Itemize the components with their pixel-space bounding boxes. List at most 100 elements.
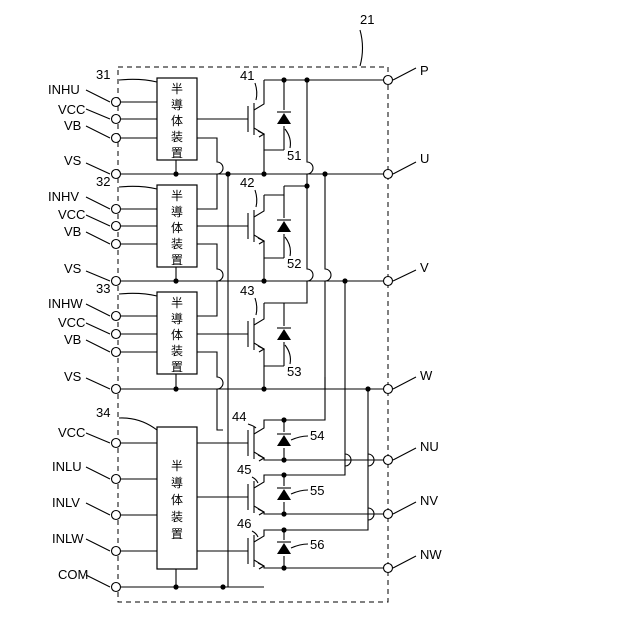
svg-text:半: 半 bbox=[171, 459, 183, 473]
diode-52-label: 52 bbox=[287, 256, 301, 271]
diode-55-label: 55 bbox=[310, 483, 324, 498]
node-w-b bbox=[365, 386, 370, 391]
bootstrap-wire-3 bbox=[197, 352, 223, 430]
svg-text:導: 導 bbox=[171, 476, 183, 490]
input-vcc-label-3: VCC bbox=[58, 315, 85, 330]
driver-34-input-wires bbox=[121, 443, 157, 551]
igbt-45-label: 45 bbox=[237, 462, 251, 477]
terminal-vcc-4 bbox=[112, 439, 121, 448]
svg-text:置: 置 bbox=[171, 360, 183, 374]
terminal-com bbox=[112, 583, 121, 592]
svg-text:導: 導 bbox=[171, 98, 183, 112]
u-return-1 bbox=[284, 389, 325, 420]
driver-33-text: 半 導 体 装 置 bbox=[171, 296, 183, 374]
diode-53-label: 53 bbox=[287, 364, 301, 379]
diode-52 bbox=[277, 195, 291, 258]
input-vb-label-1: VB bbox=[64, 118, 81, 133]
input-com-label: COM bbox=[58, 567, 88, 582]
terminal-vcc-1 bbox=[112, 115, 121, 124]
node-vcc-trunk bbox=[225, 171, 230, 176]
terminal-inhu bbox=[112, 98, 121, 107]
output-w-label: W bbox=[420, 368, 433, 383]
diode-56 bbox=[277, 530, 291, 568]
svg-text:半: 半 bbox=[171, 296, 183, 310]
svg-text:置: 置 bbox=[171, 146, 183, 160]
igbt-42-label: 42 bbox=[240, 175, 254, 190]
module-ref-leader bbox=[360, 30, 363, 66]
output-leads bbox=[393, 68, 416, 568]
vs-lead-3 bbox=[86, 378, 110, 389]
terminal-inlu bbox=[112, 475, 121, 484]
terminal-inhw bbox=[112, 312, 121, 321]
driver-31-leader bbox=[119, 79, 157, 82]
output-nv-label: NV bbox=[420, 493, 438, 508]
vs-label-1: VS bbox=[64, 153, 82, 168]
driver-33-input-leads bbox=[86, 304, 110, 352]
svg-text:導: 導 bbox=[171, 312, 183, 326]
p-distribution-1 bbox=[284, 80, 313, 186]
output-p-label: P bbox=[420, 63, 429, 78]
svg-text:半: 半 bbox=[171, 82, 183, 96]
driver-32-leader bbox=[119, 186, 157, 189]
diode-53-leader bbox=[285, 345, 290, 364]
terminal-vcc-2 bbox=[112, 222, 121, 231]
svg-text:体: 体 bbox=[171, 328, 183, 342]
igbt-46-leader bbox=[252, 531, 258, 537]
node-com-b bbox=[220, 584, 225, 589]
igbt-42-leader bbox=[255, 190, 257, 207]
input-inlw-label: INLW bbox=[52, 531, 84, 546]
diode-54-leader bbox=[291, 436, 308, 440]
diode-56-leader bbox=[291, 544, 308, 548]
output-nu-label: NU bbox=[420, 439, 439, 454]
diode-51 bbox=[277, 80, 291, 150]
terminal-inhv bbox=[112, 205, 121, 214]
diode-55 bbox=[277, 475, 291, 514]
node-u-b bbox=[322, 171, 327, 176]
svg-text:装: 装 bbox=[171, 344, 183, 358]
hop-w-nu-nv bbox=[368, 454, 374, 520]
vs-lead-1 bbox=[86, 163, 110, 174]
terminal-vcc-3 bbox=[112, 330, 121, 339]
node-nu bbox=[281, 457, 286, 462]
svg-text:体: 体 bbox=[171, 114, 183, 128]
igbt-45-leader bbox=[252, 477, 258, 483]
driver-31-input-leads bbox=[86, 90, 110, 138]
input-inhv-label: INHV bbox=[48, 189, 79, 204]
svg-text:装: 装 bbox=[171, 510, 183, 524]
node-p-c bbox=[304, 183, 309, 188]
node-u-emitter bbox=[261, 171, 266, 176]
igbt-46-label: 46 bbox=[237, 516, 251, 531]
igbt-45 bbox=[197, 475, 284, 515]
svg-text:体: 体 bbox=[171, 221, 183, 235]
diode-51-leader bbox=[285, 129, 290, 148]
vs-lead-2 bbox=[86, 271, 110, 281]
driver-32-text: 半 導 体 装 置 bbox=[171, 189, 183, 267]
svg-text:半: 半 bbox=[171, 189, 183, 203]
node-com-a bbox=[173, 584, 178, 589]
input-inlu-label: INLU bbox=[52, 459, 82, 474]
diode-54 bbox=[277, 420, 291, 460]
bootstrap-wire-2 bbox=[197, 244, 223, 316]
input-vb-label-2: VB bbox=[64, 224, 81, 239]
igbt-44-label: 44 bbox=[232, 409, 246, 424]
svg-text:装: 装 bbox=[171, 237, 183, 251]
driver-33-input-wires bbox=[121, 316, 157, 352]
igbt-44 bbox=[197, 420, 284, 461]
vs-label-3: VS bbox=[64, 369, 82, 384]
input-inhw-label: INHW bbox=[48, 296, 83, 311]
driver-31-ref: 31 bbox=[96, 67, 110, 82]
terminal-vb-3 bbox=[112, 348, 121, 357]
output-nw-label: NW bbox=[420, 547, 442, 562]
svg-text:置: 置 bbox=[171, 527, 183, 541]
svg-text:導: 導 bbox=[171, 205, 183, 219]
diode-55-leader bbox=[291, 490, 308, 494]
igbt-43-leader bbox=[255, 298, 257, 315]
driver-33-leader bbox=[119, 293, 157, 296]
driver-34-input-leads bbox=[86, 433, 110, 587]
output-u-label: U bbox=[420, 151, 429, 166]
igbt-41-label: 41 bbox=[240, 68, 254, 83]
igbt-44-leader bbox=[248, 424, 256, 428]
node-v-emitter bbox=[261, 278, 266, 283]
igbt-42-collector-wire bbox=[264, 186, 284, 195]
